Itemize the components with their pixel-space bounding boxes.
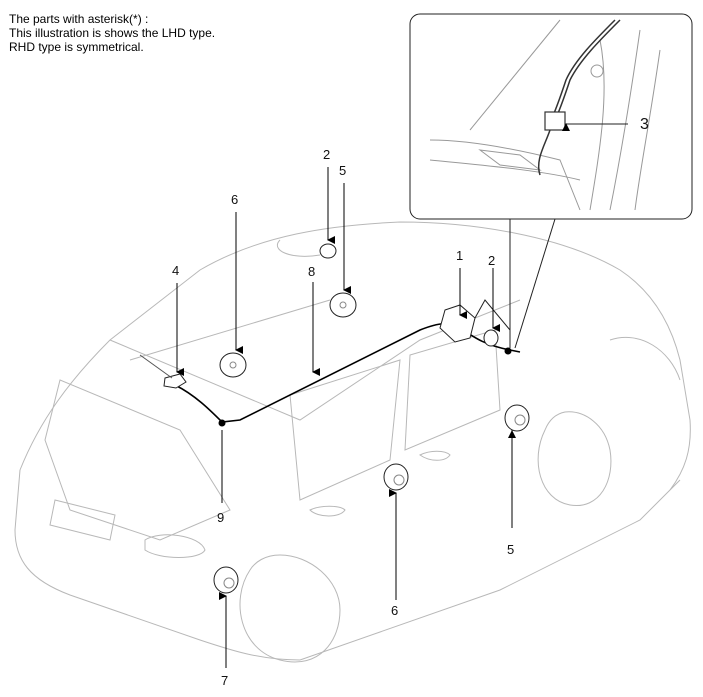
speaker-rear-door xyxy=(383,463,409,491)
callout-2-tweeter-front: 2 xyxy=(488,253,496,268)
leader-lines xyxy=(176,167,513,668)
callout-8-antenna-cable: 8 xyxy=(308,264,316,279)
cable-junction-front xyxy=(504,347,512,355)
connector-detail-inset xyxy=(409,13,693,349)
callout-6-speaker-roof-rear: 6 xyxy=(231,192,239,207)
callout-1-amplifier: 1 xyxy=(456,248,464,263)
cable-junction-rear xyxy=(218,419,226,427)
speaker-cargo xyxy=(213,566,239,594)
callout-4-antenna: 4 xyxy=(172,263,180,278)
callout-3-connector: 3 xyxy=(640,116,649,133)
callout-2-tweeter-rear: 2 xyxy=(323,147,331,162)
callout-5-speaker-front-door: 5 xyxy=(507,542,515,557)
speaker-roof-rear xyxy=(219,352,247,378)
callout-7-speaker-cargo: 7 xyxy=(221,673,229,688)
illustration-note: The parts with asterisk(*) : This illust… xyxy=(9,12,215,54)
roof-antenna xyxy=(163,373,187,389)
callout-6-speaker-rear-door: 6 xyxy=(391,603,399,618)
tweeter-rear-roof xyxy=(319,243,337,259)
callout-9-junction: 9 xyxy=(217,510,225,525)
tweeter-front xyxy=(483,329,499,347)
speaker-roof-front xyxy=(329,292,357,318)
amplifier-module xyxy=(439,304,476,343)
connector-icon xyxy=(544,111,566,131)
speaker-front-door xyxy=(504,404,530,432)
callout-5-speaker-roof: 5 xyxy=(339,163,347,178)
note-line-asterisk: The parts with asterisk(*) : xyxy=(9,12,149,26)
note-line-lhd: This illustration is shows the LHD type. xyxy=(9,26,216,40)
car-body-outline xyxy=(14,221,691,663)
note-line-rhd: RHD type is symmetrical. xyxy=(9,40,144,54)
